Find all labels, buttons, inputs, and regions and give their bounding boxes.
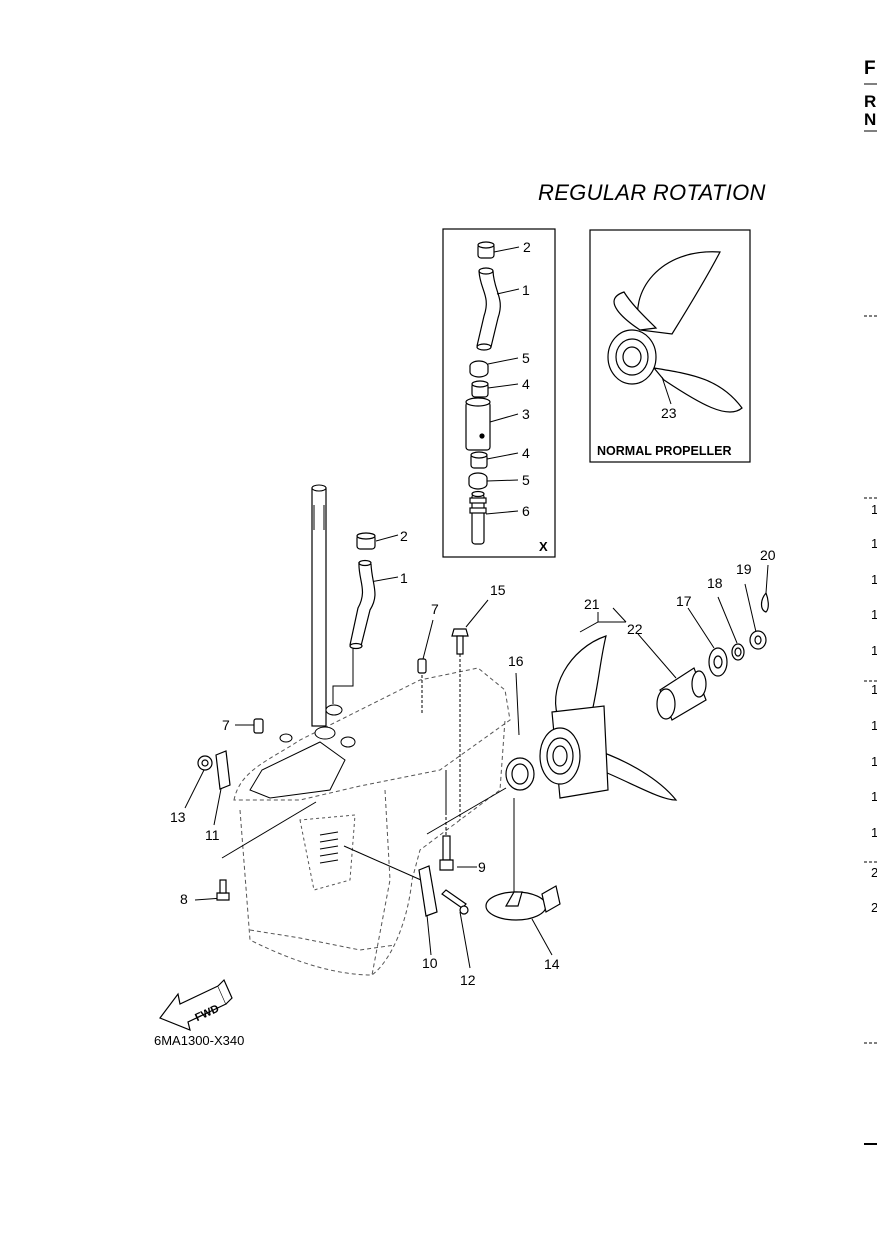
callout-number: 5 [522, 350, 530, 366]
edge-digit: 1 [871, 536, 877, 551]
callout-number: 4 [522, 376, 530, 392]
callout-number: 18 [707, 575, 723, 591]
edge-letter-r: R [864, 92, 877, 111]
small-parts [197, 532, 769, 921]
callout-number: 9 [478, 859, 486, 875]
edge-letter-f: F [864, 58, 876, 79]
callout-number: 12 [460, 972, 476, 988]
edge-letter-n: N [864, 110, 877, 129]
lower-casing [233, 484, 511, 976]
callout-number: 10 [422, 955, 438, 971]
page-title: REGULAR ROTATION [538, 180, 766, 205]
edge-digit: 1 [871, 502, 877, 517]
edge-digit: 2 [871, 900, 877, 915]
edge-marks [864, 83, 877, 1145]
leader-lines [184, 534, 769, 969]
edge-digit: 1 [871, 754, 877, 769]
callout-number: 1 [522, 282, 530, 298]
edge-digit: 1 [871, 607, 877, 622]
callout-number: 20 [760, 547, 776, 563]
edge-digit: 1 [871, 789, 877, 804]
callout-number: 16 [508, 653, 524, 669]
callout-number: 15 [490, 582, 506, 598]
callout-number: 8 [180, 891, 188, 907]
callout-number: 4 [522, 445, 530, 461]
edge-digit: 1 [871, 825, 877, 840]
callout-number: 2 [523, 239, 531, 255]
inset-propeller: 23 NORMAL PROPELLER [589, 229, 751, 463]
callout-number: 5 [522, 472, 530, 488]
callout-number: 7 [431, 601, 439, 617]
inset-x: 2 1 5 4 3 4 5 6 X [442, 228, 556, 558]
callout-number: 1 [400, 570, 408, 586]
diagram-code: 6MA1300-X340 [154, 1033, 245, 1048]
callout-number: 14 [544, 956, 560, 972]
inset-caption: NORMAL PROPELLER [597, 444, 732, 458]
inset-label: X [539, 539, 548, 554]
fwd-arrow-icon: FWD [159, 978, 233, 1031]
edge-digits: 1 1 1 1 1 1 1 1 1 1 2 2 [871, 502, 877, 915]
edge-digit: 2 [871, 865, 877, 880]
callout-number: 2 [400, 528, 408, 544]
callout-number: 6 [522, 503, 530, 519]
callout-number: 3 [522, 406, 530, 422]
callout-number: 7 [222, 717, 230, 733]
edge-digit: 1 [871, 572, 877, 587]
propeller [539, 635, 678, 801]
edge-digit: 1 [871, 682, 877, 697]
callout-number: 23 [661, 405, 677, 421]
callout-number: 11 [205, 827, 220, 843]
callout-number: 21 [584, 596, 600, 612]
edge-digit: 1 [871, 643, 877, 658]
callout-number: 19 [736, 561, 752, 577]
callout-number: 17 [676, 593, 692, 609]
edge-digit: 1 [871, 718, 877, 733]
callout-number: 22 [627, 621, 643, 637]
callout-number: 13 [170, 809, 186, 825]
main-callouts: 2 1 7 15 16 21 22 17 18 19 20 7 13 11 8 … [170, 528, 776, 988]
